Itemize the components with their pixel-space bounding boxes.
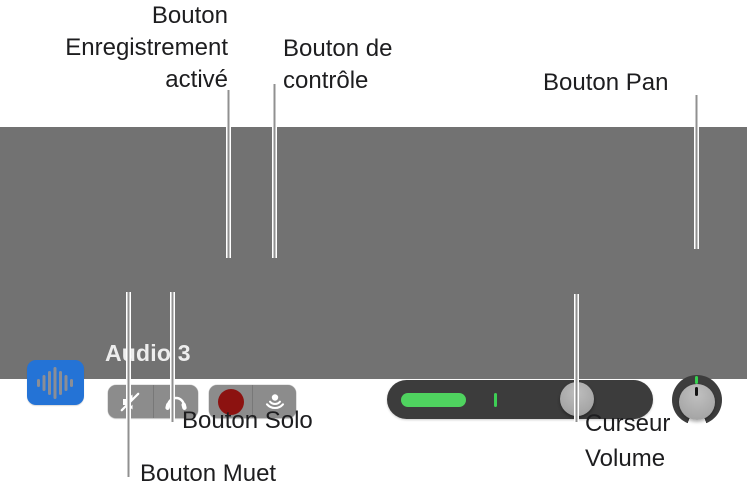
monitoring-icon — [262, 389, 288, 415]
callout-monitor: Bouton de contrôle — [283, 35, 393, 94]
leader-line-pan — [694, 95, 699, 249]
pan-center-tick — [695, 376, 698, 384]
meter-peak-tick — [494, 393, 497, 407]
input-monitoring-button[interactable] — [252, 385, 296, 418]
level-meter — [401, 393, 466, 407]
track-header[interactable]: Audio 3 — [0, 127, 747, 425]
callout-mute: Bouton Muet — [140, 460, 277, 487]
callout-solo: Bouton Solo — [182, 407, 313, 434]
leader-line-mute — [126, 292, 131, 477]
headphones-icon — [164, 390, 188, 414]
record-monitor-group — [209, 385, 296, 418]
leader-line-record — [226, 90, 231, 258]
record-enable-button[interactable] — [209, 385, 252, 418]
leader-line-monitor — [272, 84, 277, 258]
track-icon[interactable] — [27, 360, 84, 405]
track-name[interactable]: Audio 3 — [105, 340, 191, 366]
callout-pan: Bouton Pan — [543, 69, 669, 96]
audio-waveform-icon — [35, 364, 76, 402]
volume-slider[interactable] — [387, 380, 653, 419]
callout-volume: Curseur Volume — [585, 410, 671, 472]
pan-pointer-icon — [695, 387, 698, 396]
leader-line-volume — [574, 294, 579, 422]
leader-line-solo — [170, 292, 175, 422]
callout-record-enabled: Bouton Enregistrement activé — [65, 2, 228, 93]
solo-button[interactable] — [152, 385, 199, 418]
record-enabled-icon — [217, 388, 244, 415]
mute-solo-group — [108, 385, 198, 418]
